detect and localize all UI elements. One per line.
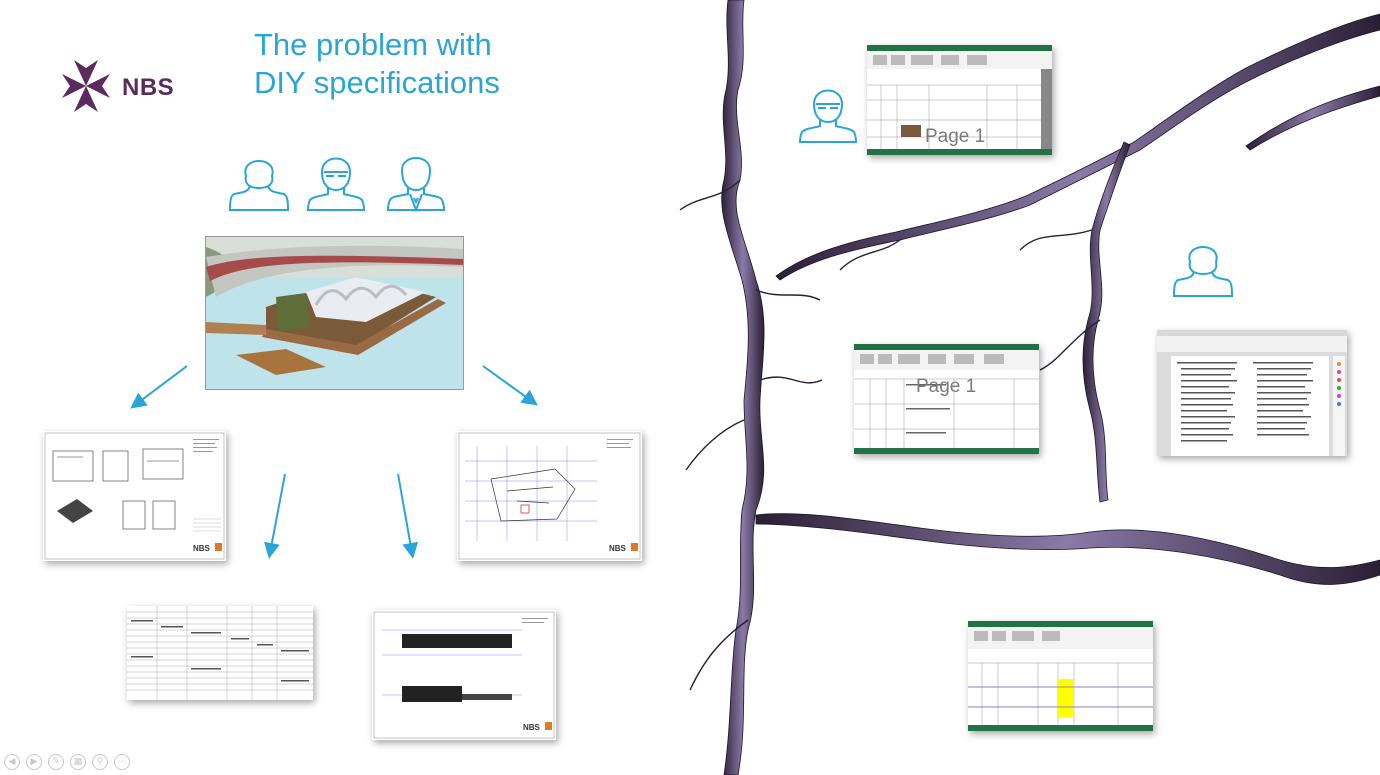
arrow-icon xyxy=(264,473,286,559)
nbs-logo-mark xyxy=(62,60,110,112)
more-icon[interactable]: ⋯ xyxy=(114,754,130,770)
section-drawing: NBS xyxy=(372,610,556,740)
arrow-icon xyxy=(397,473,419,559)
excel-window-top: Page 1 xyxy=(867,45,1052,155)
pdf-window xyxy=(1157,330,1347,456)
male-user-icon xyxy=(306,157,366,211)
slides-icon[interactable]: ▦ xyxy=(70,754,86,770)
drawing-brand-right: NBS xyxy=(609,544,626,553)
excel-window-bottom xyxy=(968,621,1153,731)
female-user-icon xyxy=(1172,246,1234,297)
title-line-2: DIY specifications xyxy=(254,65,500,100)
male-user-icon xyxy=(798,89,858,143)
page-label: Page 1 xyxy=(916,376,977,397)
previous-icon[interactable]: ◀ xyxy=(4,754,20,770)
next-icon[interactable]: ▶ xyxy=(26,754,42,770)
business-user-icon xyxy=(386,157,446,212)
page-label: Page 1 xyxy=(925,126,986,147)
schedule-sheet xyxy=(127,606,313,700)
excel-window-middle: Page 1 xyxy=(854,344,1039,454)
slide-title: The problem with DIY specifications xyxy=(254,26,554,102)
arrow-icon xyxy=(130,365,188,409)
pen-icon[interactable]: ✎ xyxy=(48,754,64,770)
arrow-icon xyxy=(482,365,538,406)
logo-text: NBS xyxy=(122,74,175,101)
drawing-sheet-left: NBS xyxy=(43,431,226,561)
zoom-icon[interactable]: ⚲ xyxy=(92,754,108,770)
nbs-logo: NBS xyxy=(60,58,180,118)
slideshow-controls: ◀ ▶ ✎ ▦ ⚲ ⋯ xyxy=(4,754,164,772)
arrows-group xyxy=(130,365,538,559)
title-line-1: The problem with xyxy=(254,27,492,62)
drawing-sheet-right: NBS xyxy=(457,431,642,561)
female-user-icon xyxy=(228,160,290,211)
model-3d-image xyxy=(206,237,463,389)
drawing-brand-bottom: NBS xyxy=(523,723,540,732)
drawing-brand-left: NBS xyxy=(193,544,210,553)
